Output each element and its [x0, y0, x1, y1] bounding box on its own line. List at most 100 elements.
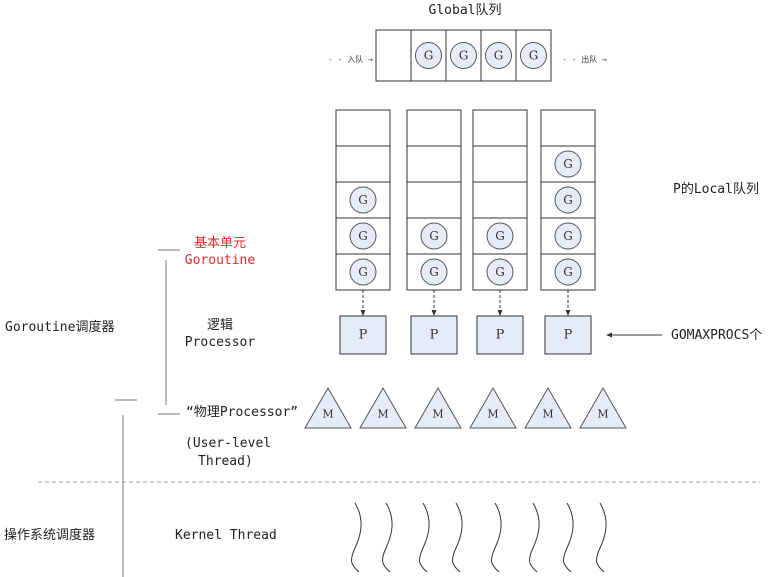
- basic-unit-label-cn: 基本单元: [193, 236, 246, 251]
- machine-triangle: [579, 386, 627, 429]
- goroutine-circle: [554, 186, 582, 214]
- logical-label-en: Processor: [184, 335, 256, 350]
- goroutine-circle: [420, 258, 448, 286]
- dequeue-arrow-icon: →: [597, 55, 607, 64]
- goroutine-circle: [485, 42, 512, 69]
- machine-triangle: [469, 386, 517, 429]
- goroutine-label: G: [429, 229, 439, 243]
- machine-node: M: [469, 386, 517, 429]
- machine-label: M: [487, 408, 498, 421]
- goroutine-circle: [349, 222, 377, 250]
- goroutine-label: G: [529, 49, 539, 63]
- processor-label: P: [430, 328, 439, 343]
- connector-arrow-icon: [360, 310, 366, 316]
- processor-box: [339, 315, 387, 355]
- kernel-thread-line: [529, 502, 540, 573]
- local-queue-slot: [472, 109, 528, 147]
- processor-node: P: [339, 315, 387, 355]
- goroutine-node: G: [420, 222, 448, 250]
- user-level-label-2: Thread): [198, 454, 253, 469]
- goroutine-circle: [486, 222, 514, 250]
- machine-label: M: [597, 408, 608, 421]
- machine-label: M: [377, 408, 388, 421]
- bracket-lines: [38, 249, 760, 577]
- connector-arrow-icon: [431, 310, 437, 316]
- goroutine-node: G: [554, 258, 582, 286]
- goroutine-circle: [415, 42, 442, 69]
- processor-box: [476, 315, 524, 355]
- kernel-thread-label: Kernel Thread: [175, 528, 277, 543]
- local-queue-slot: [406, 145, 462, 183]
- goroutine-node: G: [349, 222, 377, 250]
- goroutine-circle: [450, 42, 477, 69]
- physical-processor-label: “物理Processor”: [186, 405, 299, 420]
- goroutine-scheduler-label: Goroutine调度器: [5, 320, 115, 335]
- local-queue-slot: [406, 181, 462, 219]
- local-queue: GG: [472, 109, 528, 316]
- goroutine-node: G: [486, 222, 514, 250]
- machine-node: M: [359, 386, 407, 429]
- local-queue-slot: [335, 145, 391, 183]
- local-queue-slot: [540, 109, 596, 147]
- goroutine-node: G: [520, 42, 547, 69]
- machine-node: M: [304, 386, 352, 429]
- local-queue: G G G G: [540, 109, 596, 316]
- goroutine-node: G: [485, 42, 512, 69]
- local-queue: GG: [406, 109, 462, 316]
- machine-node: M: [524, 386, 572, 429]
- goroutine-label: G: [459, 49, 469, 63]
- kernel-thread-line: [351, 502, 362, 573]
- machine-node: M: [579, 386, 627, 429]
- kernel-thread-line: [596, 502, 607, 573]
- goroutine-label: G: [563, 193, 573, 207]
- machine-triangle: [359, 386, 407, 429]
- goroutine-circle: [554, 150, 582, 178]
- goroutine-label: G: [563, 229, 573, 243]
- goroutine-node: G: [554, 150, 582, 178]
- goroutine-node: G: [415, 42, 442, 69]
- goroutine-label: G: [358, 229, 368, 243]
- processor-label: P: [359, 328, 368, 343]
- enqueue-label: - - 入队 →: [328, 52, 373, 68]
- gomaxprocs-arrow-icon: [606, 332, 612, 338]
- goroutine-circle: [349, 258, 377, 286]
- goroutine-label: G: [424, 49, 434, 63]
- connector-arrow-icon: [565, 310, 571, 316]
- goroutine-node: G: [450, 42, 477, 69]
- goroutine-label: G: [429, 265, 439, 279]
- processor-node: P: [544, 315, 592, 355]
- machine-triangle: [304, 386, 352, 429]
- goroutine-label: G: [495, 229, 505, 243]
- machine-label: M: [542, 408, 553, 421]
- enqueue-dash: - -: [328, 55, 348, 64]
- local-queue-label: P的Local队列: [673, 182, 759, 197]
- local-queue: G G G: [335, 109, 391, 316]
- kernel-thread-line: [419, 502, 430, 573]
- local-queue-slot: [472, 181, 528, 219]
- connector-arrow-icon: [497, 310, 503, 316]
- processor-label: P: [496, 328, 505, 343]
- goroutine-circle: [554, 222, 582, 250]
- kernel-thread-line: [382, 502, 393, 573]
- machine-node: M: [414, 386, 462, 429]
- basic-unit-label-en: Goroutine: [184, 253, 256, 268]
- goroutine-label: G: [358, 193, 368, 207]
- machine-label: M: [432, 408, 443, 421]
- local-queue-slot: [406, 109, 462, 147]
- enqueue-text: 入队: [347, 55, 364, 64]
- local-queue-slot: [472, 145, 528, 183]
- goroutine-circle: [554, 258, 582, 286]
- goroutine-label: G: [358, 265, 368, 279]
- goroutine-circle: [349, 186, 377, 214]
- goroutine-node: G: [349, 258, 377, 286]
- dequeue-text: 出队: [581, 55, 598, 64]
- kernel-thread-line: [452, 502, 463, 573]
- global-queue-slot: [375, 29, 412, 82]
- goroutine-node: G: [420, 258, 448, 286]
- gomaxprocs-label: GOMAXPROCS个: [671, 328, 763, 343]
- goroutine-label: G: [563, 265, 573, 279]
- dequeue-dash: - -: [562, 55, 582, 64]
